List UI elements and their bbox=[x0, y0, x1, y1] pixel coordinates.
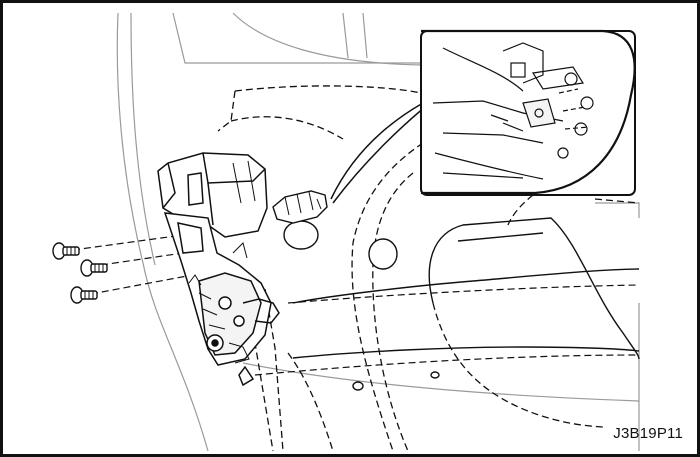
figure-code: J3B19P11 bbox=[613, 425, 683, 442]
access-holes bbox=[283, 220, 440, 391]
bolt-icon bbox=[52, 242, 108, 304]
door-recess bbox=[292, 217, 640, 360]
door-latch-diagram bbox=[52, 12, 640, 452]
leader-lines bbox=[62, 234, 640, 376]
detail-callout bbox=[420, 29, 636, 196]
connector-icon bbox=[272, 190, 328, 224]
latch-icon bbox=[157, 152, 280, 387]
door-panel-outline bbox=[116, 12, 640, 452]
